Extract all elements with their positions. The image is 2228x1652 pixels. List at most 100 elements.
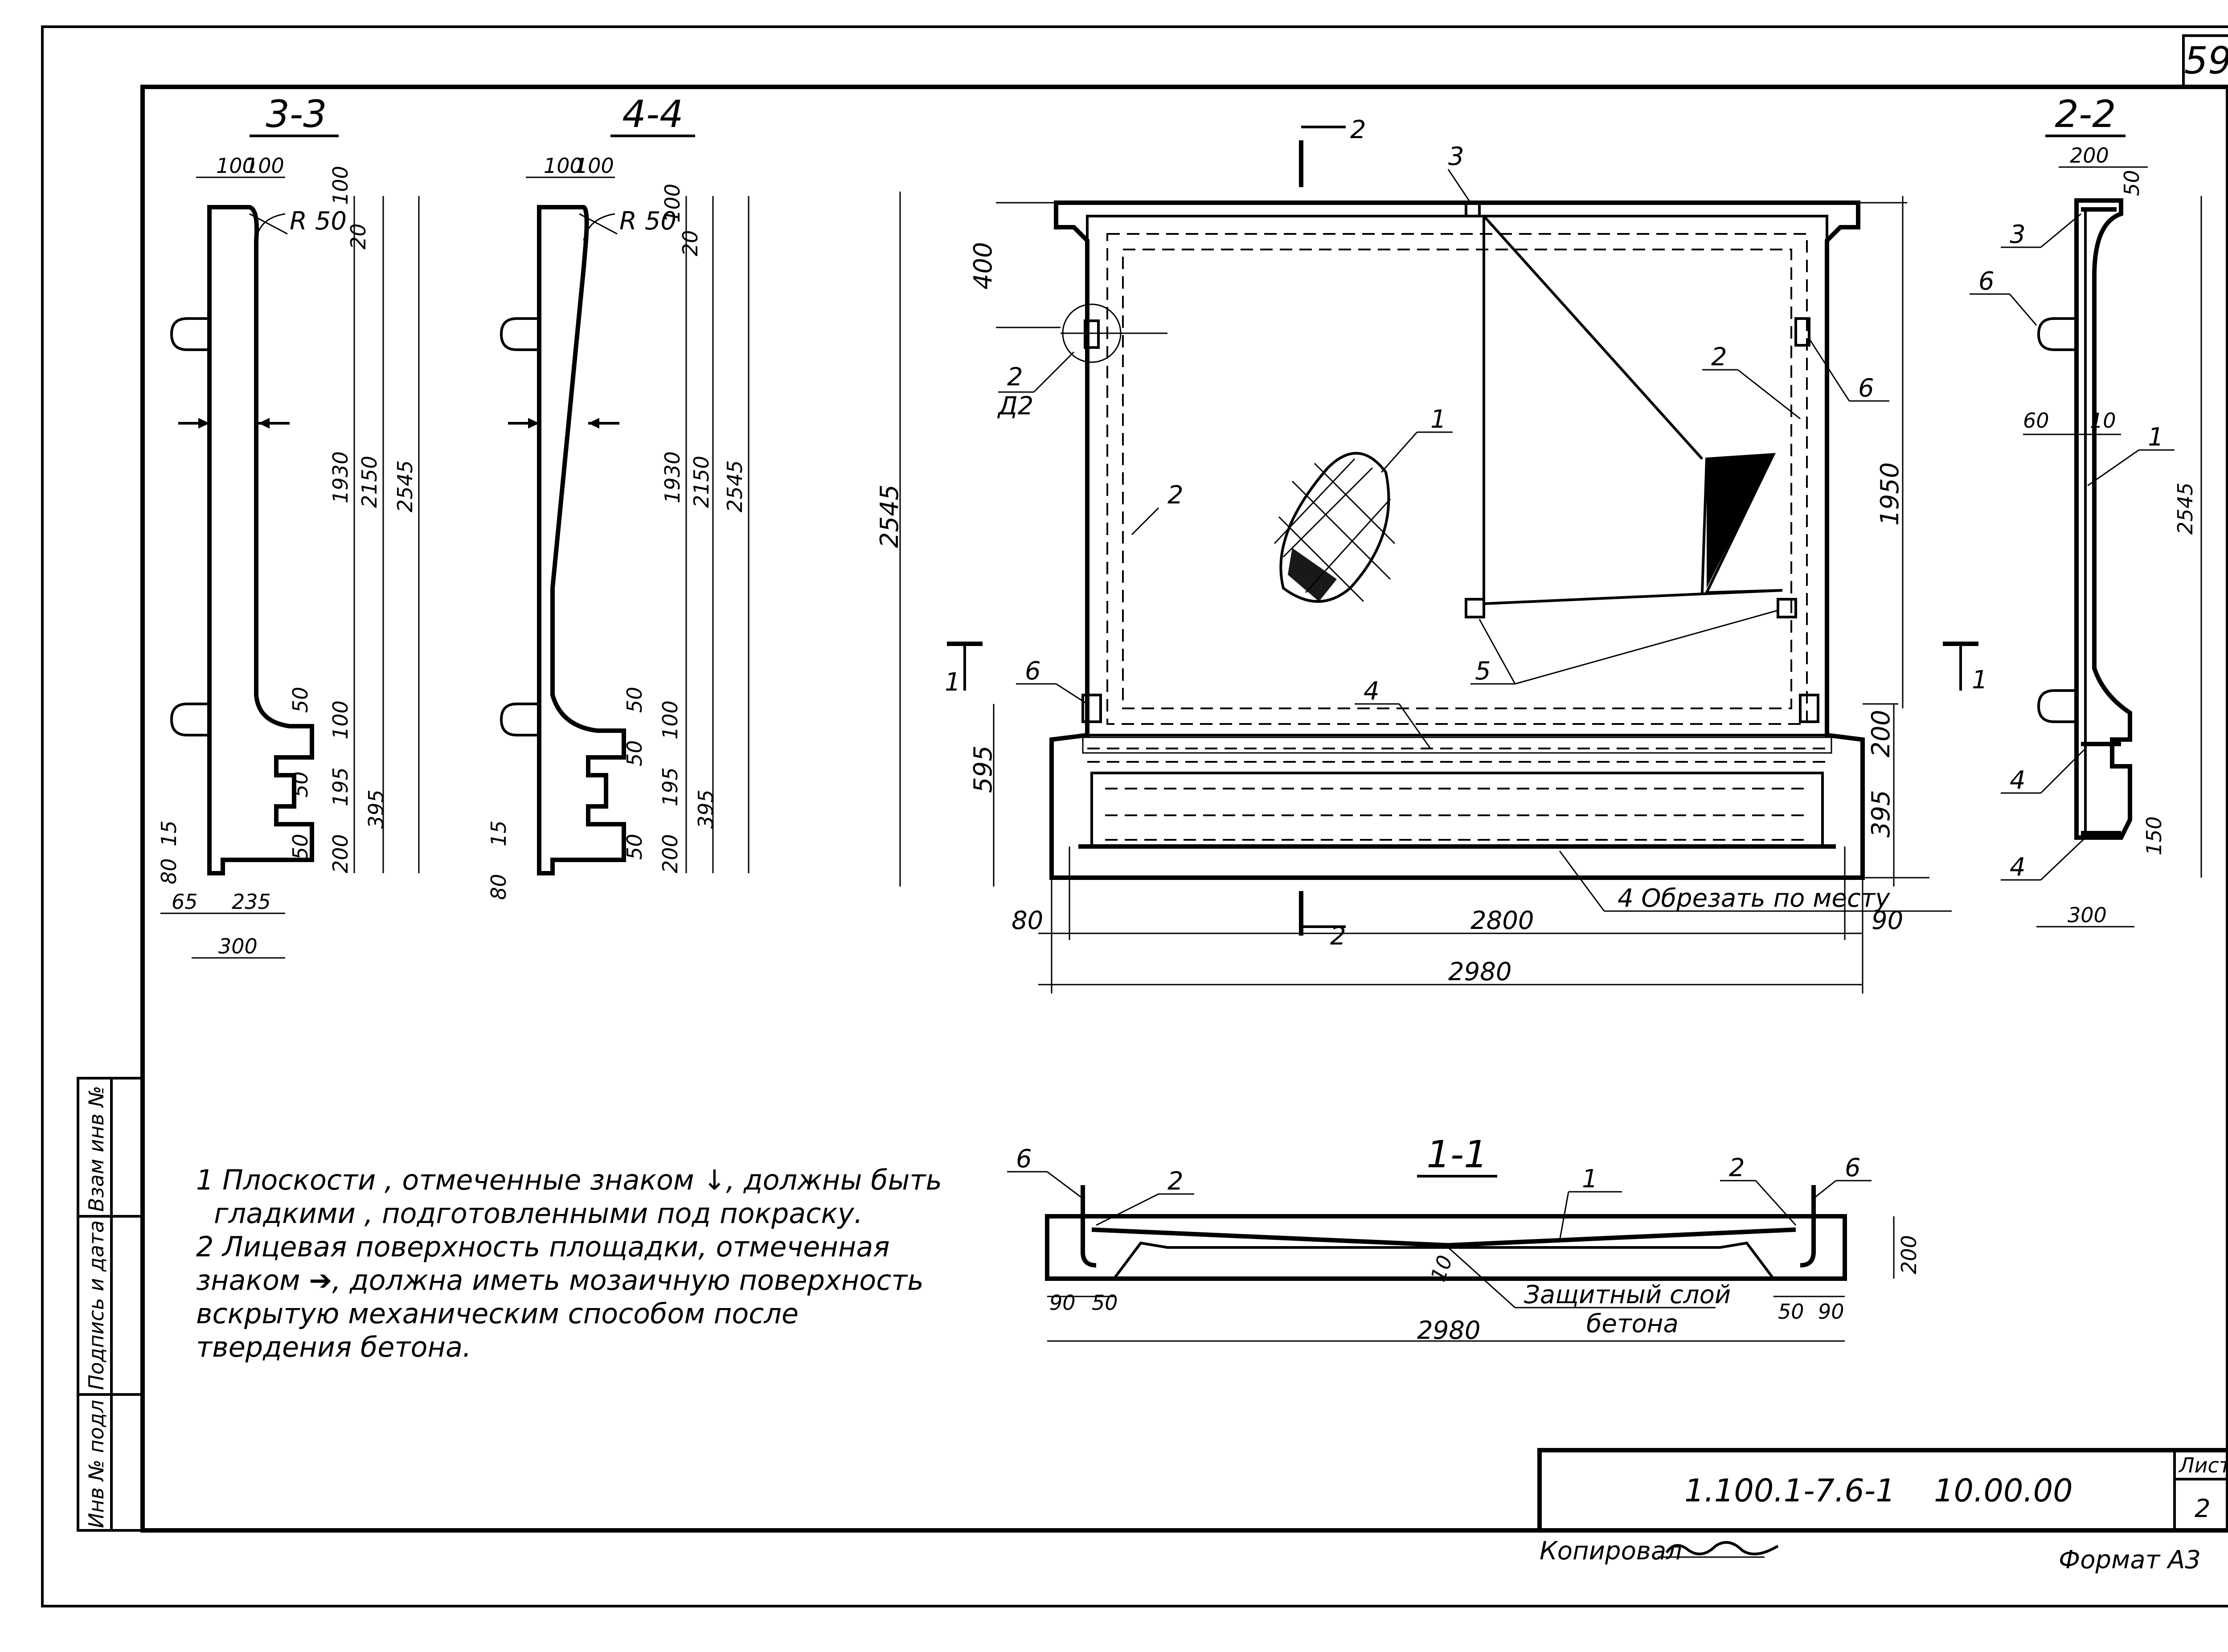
label-sections-s22-dims-4: 2545 <box>2173 483 2197 535</box>
label-sections-plan-dims-low_left: 595 <box>969 745 998 793</box>
section-1-1: 1-1 6 2 1 2 6 200 10 90 50 50 90 2980 За… <box>1007 1133 1921 1345</box>
label-sections-s44-dims-5: 2150 <box>689 456 713 508</box>
label-sections-s22-dims-1: 50 <box>2120 170 2144 196</box>
doc-code: 1.100.1-7.6-1 <box>1684 1472 1896 1509</box>
label-sections-s44-radius: R 50 <box>619 207 676 236</box>
label-sections-plan-section_arrow_right: 1 <box>1972 666 1988 695</box>
label-sections-s44-dims-1: 100 <box>575 154 614 178</box>
label-sections-s33-radius: R 50 <box>290 207 347 236</box>
label-sections-s11-cover_note_1: Защитный слой <box>1524 1280 1731 1309</box>
label-sections-s22-dims-6: 300 <box>2068 903 2107 927</box>
label-sections-plan-dims-bottom_right: 90 <box>1872 906 1903 935</box>
label-sections-s44-dims-9: 50 <box>623 740 647 766</box>
label-sections-s22-pos-3: 4 <box>2010 766 2026 795</box>
section-3-3: 3-3 100 100 100 20 1930 2150 2545 R 50 5… <box>157 92 420 959</box>
label-sections-s44-dims-12: 50 <box>623 834 647 860</box>
note-line-4: знаком ➔, должна иметь мозаичную поверхн… <box>196 1264 924 1296</box>
label-sections-s33-dims-13: 200 <box>328 834 352 873</box>
side-stamp-replace: Взам инв № <box>84 1086 108 1212</box>
label-sections-s33-dims-10: 195 <box>328 767 352 806</box>
label-sections-s44-dims-7: 50 <box>623 687 647 713</box>
label-sections-s11-dims-3: 50 <box>1092 1291 1118 1315</box>
label-sections-plan-dims-right: 1950 <box>1876 462 1904 526</box>
label-sections-s33-dims-9: 50 <box>288 771 312 797</box>
section-2-2: 2-2 200 50 60 10 2545 150 300 3 6 1 4 4 <box>1970 92 2202 928</box>
label-sections-s44-dims-3: 20 <box>678 230 702 256</box>
label-sections-plan-dims-low_right_b: 395 <box>1867 790 1896 838</box>
note-line-6: твердения бетона. <box>196 1331 471 1363</box>
label-sections-plan-pos-1: 2 <box>1167 481 1184 510</box>
label-sections-s22-dims-5: 150 <box>2142 816 2166 855</box>
outer-frame <box>41 25 2228 1607</box>
label-sections-s33-dims-5: 2150 <box>357 456 381 508</box>
label-sections-plan-pos-3: 3 <box>1448 142 1464 171</box>
label-sections-s11-pos-0: 6 <box>1016 1145 1032 1174</box>
label-sections-plan-cut_note: 4 Обрезать по месту <box>1618 884 1890 913</box>
label-sections-s22-dims-3: 10 <box>2090 409 2116 433</box>
label-sections-plan-dims-bottom_mid: 2800 <box>1470 906 1534 935</box>
label-sections-s44-dims-14: 80 <box>487 874 511 900</box>
label-sections-s33-dims-6: 2545 <box>393 460 417 512</box>
inner-frame <box>140 85 2228 1533</box>
section-4-4-title: 4-4 <box>622 92 683 136</box>
label-sections-s44-dims-8: 100 <box>658 700 682 740</box>
part-code: 10.00.00 <box>1934 1472 2073 1509</box>
label-sections-s44-dims-4: 1930 <box>660 451 684 503</box>
label-sections-s11-dims-4: 50 <box>1778 1300 1804 1324</box>
label-sections-s11-dims-2: 90 <box>1049 1291 1076 1315</box>
label-sections-plan-dims-bottom_left: 80 <box>1012 906 1043 935</box>
label-sections-s22-pos-0: 3 <box>2010 220 2026 249</box>
label-sections-s22-pos-4: 4 <box>2010 853 2026 882</box>
section-1-1-title: 1-1 <box>1426 1133 1487 1176</box>
label-sections-plan-pos-7: 6 <box>1025 657 1041 686</box>
section-3-3-title: 3-3 <box>266 92 327 136</box>
sheet-value: 2 <box>2195 1494 2211 1523</box>
label-sections-s33-dims-11: 395 <box>364 789 388 829</box>
label-sections-s33-dims-18: 300 <box>218 934 258 958</box>
format-label: Формат А3 <box>2059 1546 2201 1574</box>
label-sections-s11-dims-6: 2980 <box>1417 1316 1481 1345</box>
note-line-2: гладкими , подготовленными под покраску. <box>214 1197 863 1230</box>
label-sections-s33-dims-17: 235 <box>232 890 271 914</box>
title-block: 1.100.1-7.6-1 10.00.00 Лист 2 <box>1537 1448 2228 1533</box>
label-sections-plan-pos-5: 5 <box>1475 657 1491 686</box>
label-sections-s33-dims-7: 50 <box>288 687 312 713</box>
label-sections-s33-dims-12: 50 <box>288 834 312 860</box>
label-sections-s33-dims-1: 100 <box>245 154 284 178</box>
label-sections-plan-section_arrow_left: 1 <box>945 668 961 697</box>
copied-label: Копировал <box>1540 1537 1682 1566</box>
section-4-4: 4-4 100 100 100 20 1930 2150 2545 R 50 5… <box>487 92 749 900</box>
label-sections-s33-dims-0: 100 <box>216 154 255 178</box>
sheet-label: Лист <box>2178 1453 2228 1477</box>
label-sections-plan-dims-top: 400 <box>969 242 998 290</box>
label-sections-plan-cut_mark: 2 <box>1350 115 1366 144</box>
label-sections-plan-pos-2: 2 <box>1711 343 1727 372</box>
label-sections-s44-dims-13: 200 <box>658 834 682 873</box>
label-sections-s33-dims-14: 80 <box>157 858 181 884</box>
label-sections-plan-detail_ref_top: 2 <box>1007 363 1023 392</box>
sheet-number-box <box>2182 34 2228 88</box>
label-sections-s11-cover_note_2: бетона <box>1586 1309 1679 1338</box>
label-sections-s44-dims-10: 195 <box>658 767 682 806</box>
label-sections-s11-dims-5: 90 <box>1818 1300 1844 1324</box>
label-sections-s44-dims-2: 100 <box>660 184 684 223</box>
label-sections-s33-dims-4: 1930 <box>328 451 352 503</box>
note-line-1: 1 Плоскости , отмеченные знаком ↓, должн… <box>196 1164 942 1196</box>
label-sections-plan-pos-6: 6 <box>1858 374 1874 403</box>
label-sections-s44-dims-11: 395 <box>694 789 718 829</box>
label-sections-s22-dims-2: 60 <box>2023 409 2049 433</box>
label-sections-plan-dims-low_right_a: 200 <box>1867 710 1896 757</box>
label-sections-plan-pos-0: 1 <box>1430 405 1446 434</box>
label-sections-s44-dims-0: 100 <box>544 154 583 178</box>
label-sections-s33-dims-15: 15 <box>157 820 181 846</box>
plan-view: 2 2 1 1 2 Д2 1 2 2 3 4 5 6 6 <box>875 115 1988 994</box>
sheet-number: 59 <box>2184 39 2228 82</box>
side-stamp-sign: Подпись и дата <box>84 1220 108 1390</box>
label-sections-s33-dims-16: 65 <box>172 890 198 914</box>
side-stamp: Инв № подл Подпись и дата Взам инв № <box>77 1077 144 1532</box>
label-sections-plan-dims-height: 2545 <box>875 484 904 548</box>
label-sections-s44-dims-6: 2545 <box>723 460 747 512</box>
label-sections-s22-pos-2: 1 <box>2148 423 2164 452</box>
label-sections-s33-dims-3: 20 <box>346 223 370 249</box>
notes: 1 Плоскости , отмеченные знаком ↓, должн… <box>196 1164 942 1363</box>
